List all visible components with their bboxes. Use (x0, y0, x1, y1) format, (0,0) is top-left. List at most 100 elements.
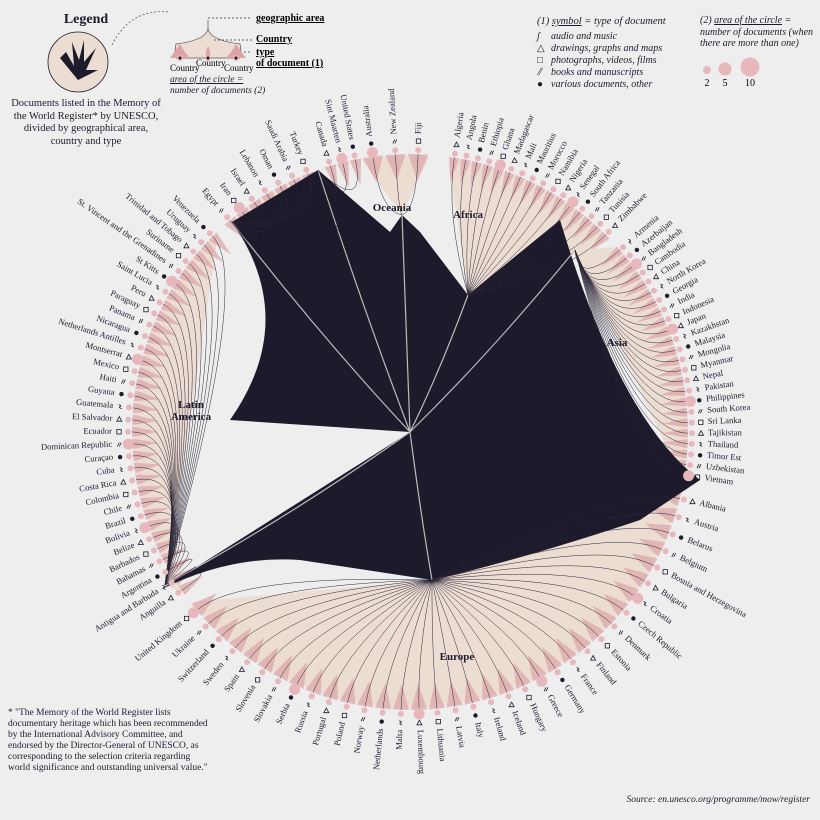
branch-line (317, 159, 358, 190)
country-petal (631, 553, 658, 573)
drawing-icon (511, 156, 518, 163)
photo-icon (143, 306, 149, 313)
count-circle (175, 589, 182, 596)
count-circle (452, 150, 458, 157)
country-label: Serbia (274, 701, 292, 725)
country-petal (555, 202, 575, 227)
branch-line (467, 168, 500, 296)
branch-line (312, 579, 433, 693)
branch-line (234, 579, 433, 649)
country-petal (228, 627, 252, 654)
count-circle (669, 531, 676, 538)
drawing-icon (120, 478, 127, 485)
country-petal (150, 527, 177, 543)
branch-line (574, 249, 685, 476)
count-circle (588, 213, 595, 220)
area-circle-5 (718, 62, 732, 76)
country-petal (155, 310, 182, 326)
count-circle (233, 202, 245, 214)
country-petal (661, 439, 688, 449)
count-circle (202, 623, 209, 630)
country-label: Hungary (528, 701, 550, 733)
country-petal (337, 160, 349, 188)
count-circle (151, 547, 157, 554)
count-circle (434, 709, 441, 716)
country-petal (641, 316, 667, 332)
country-petal (349, 158, 362, 185)
branch-line (364, 579, 433, 707)
book-icon (545, 173, 550, 178)
country-petal (140, 355, 167, 367)
drawing-icon (697, 429, 705, 436)
branch-line (574, 249, 621, 269)
branch-line (431, 578, 624, 611)
area-value-10: 10 (745, 78, 755, 89)
count-circle (134, 501, 141, 508)
country-label: Guatemala (76, 397, 114, 410)
dot-icon (369, 141, 374, 146)
legend-area-note: area of the circle = number of documents… (170, 75, 265, 97)
book-icon (641, 256, 647, 261)
branch-line (395, 154, 403, 216)
country-label: South Korea (707, 402, 751, 415)
branch-line (467, 165, 489, 296)
branch-line (574, 249, 687, 465)
branch-line (296, 579, 433, 686)
country-petal (660, 397, 687, 407)
country-petal (407, 154, 429, 181)
country-petal (580, 223, 602, 246)
branch-line (329, 579, 433, 699)
dot-icon (686, 344, 691, 349)
branch-line (347, 579, 433, 703)
country-label: Tajikistan (708, 427, 743, 437)
country-petal (132, 414, 159, 426)
count-circle (122, 438, 134, 450)
count-circle (261, 187, 268, 194)
count-circle (550, 186, 557, 193)
country-label: Malta (394, 729, 405, 750)
dot-icon (161, 274, 167, 279)
country-label: Guyana (87, 384, 115, 397)
count-circle (688, 451, 695, 458)
count-circle (139, 522, 151, 534)
branch-line (164, 253, 213, 586)
country-petal (375, 682, 392, 710)
book-icon (285, 165, 291, 170)
count-circle (162, 569, 169, 576)
drawing-icon (323, 707, 330, 714)
count-circle (275, 678, 282, 685)
branch-line (431, 579, 438, 709)
region-label-asia: Asia (607, 337, 628, 349)
count-circle (162, 288, 169, 295)
count-circle (303, 166, 310, 173)
count-circle (584, 648, 591, 655)
country-petal (637, 307, 663, 323)
branch-line (574, 249, 688, 413)
branch-line (574, 249, 684, 382)
country-label: Israel (229, 166, 248, 188)
book-icon (489, 150, 495, 155)
count-circle (611, 623, 618, 630)
country-petal (510, 174, 526, 201)
audio-icon (118, 404, 122, 409)
country-petal (661, 407, 688, 417)
country-label: Philippines (706, 389, 746, 403)
country-petal (150, 321, 177, 336)
country-label: Italy (473, 721, 486, 739)
count-circle (392, 147, 399, 154)
dot-icon (130, 516, 135, 521)
book-icon (218, 208, 224, 213)
country-petal (555, 637, 578, 664)
count-circle (275, 179, 282, 186)
count-circle (415, 147, 422, 154)
branch-line (574, 249, 669, 335)
country-label: Slovenia (233, 683, 257, 714)
drawing-icon (677, 322, 685, 329)
country-label: Vietnam (704, 472, 735, 486)
count-circle (662, 548, 669, 555)
audio-icon (466, 144, 470, 150)
book-icon (116, 442, 122, 447)
count-circle (125, 416, 132, 423)
count-circle (151, 310, 158, 317)
branch-line (574, 249, 676, 353)
